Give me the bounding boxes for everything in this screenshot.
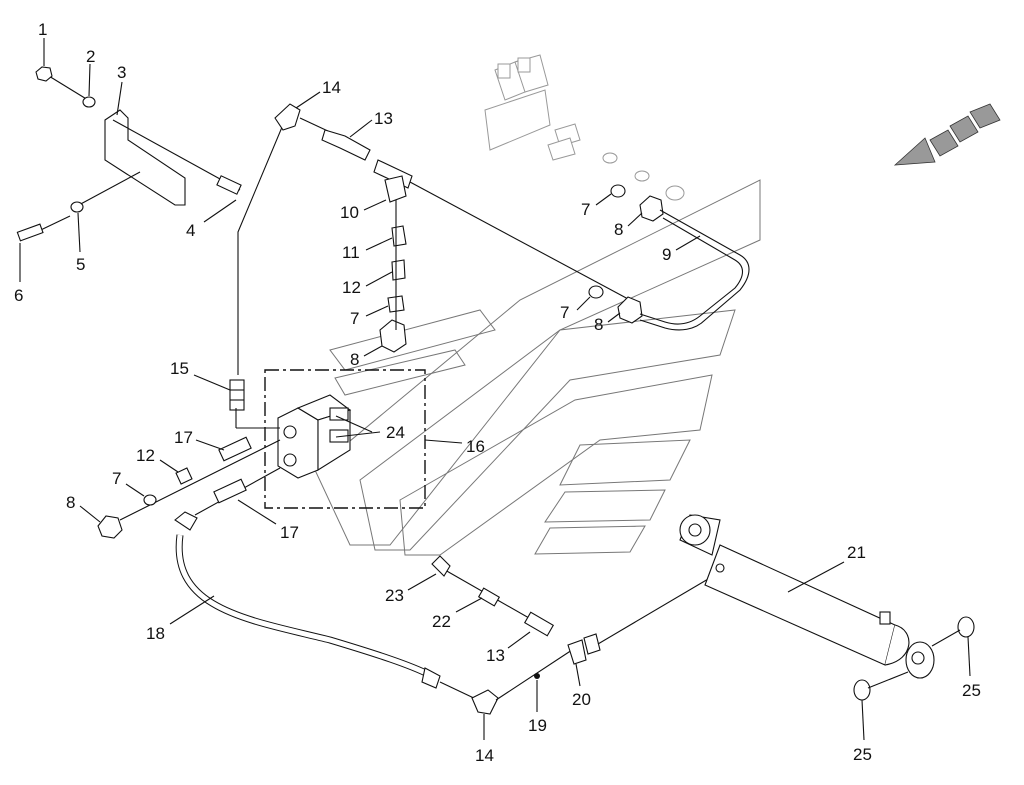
callout-22: 22	[432, 612, 451, 631]
callout-12-left: 12	[136, 446, 155, 465]
callout-14-bottom: 14	[475, 746, 494, 765]
callout-labels: 1 2 3 4 5 6 14 13 10 11 12 7 8 7 8 9 7 8…	[14, 20, 981, 765]
callout-25-right: 25	[962, 681, 981, 700]
callout-16: 16	[466, 437, 485, 456]
callout-7-right-mid: 7	[560, 303, 569, 322]
left-fittings	[97, 436, 281, 539]
callout-7-center: 7	[350, 309, 359, 328]
callout-25-left: 25	[853, 745, 872, 764]
callout-10: 10	[340, 203, 359, 222]
callout-17-top: 17	[174, 428, 193, 447]
valve-block-16	[235, 369, 426, 509]
callout-13-bottom: 13	[486, 646, 505, 665]
callout-19: 19	[528, 716, 547, 735]
direction-arrow-icon	[893, 103, 1001, 166]
callout-9: 9	[662, 245, 671, 264]
callout-7-right-top: 7	[581, 200, 590, 219]
callout-8-right-top: 8	[614, 220, 623, 239]
cylinder-21	[679, 514, 975, 701]
callout-12-top: 12	[342, 278, 361, 297]
callout-1: 1	[38, 20, 47, 39]
callout-7-left: 7	[112, 469, 121, 488]
callout-2: 2	[86, 47, 95, 66]
callout-21: 21	[847, 543, 866, 562]
callout-6: 6	[14, 286, 23, 305]
watermark-chevrons	[314, 179, 761, 556]
callout-17-bottom: 17	[280, 523, 299, 542]
callout-5: 5	[76, 255, 85, 274]
callout-20: 20	[572, 690, 591, 709]
callout-11: 11	[342, 243, 360, 262]
callout-24: 24	[386, 423, 405, 442]
fitting-15	[229, 379, 245, 411]
lower-pipe-network	[431, 555, 721, 701]
leader-lines	[19, 38, 971, 741]
callout-8-center: 8	[350, 350, 359, 369]
callout-15: 15	[170, 359, 189, 378]
callout-18: 18	[146, 624, 165, 643]
callout-14-top: 14	[322, 78, 341, 97]
callout-23: 23	[385, 586, 404, 605]
callout-13-top: 13	[374, 109, 393, 128]
control-valve-block	[484, 54, 685, 201]
callout-3: 3	[117, 63, 126, 82]
callout-8-right-mid: 8	[594, 315, 603, 334]
upper-pipe-network	[237, 103, 750, 375]
callout-8-left: 8	[66, 493, 75, 512]
callout-4: 4	[186, 221, 195, 240]
bracket-assembly	[16, 66, 242, 242]
hose-18	[174, 511, 499, 715]
